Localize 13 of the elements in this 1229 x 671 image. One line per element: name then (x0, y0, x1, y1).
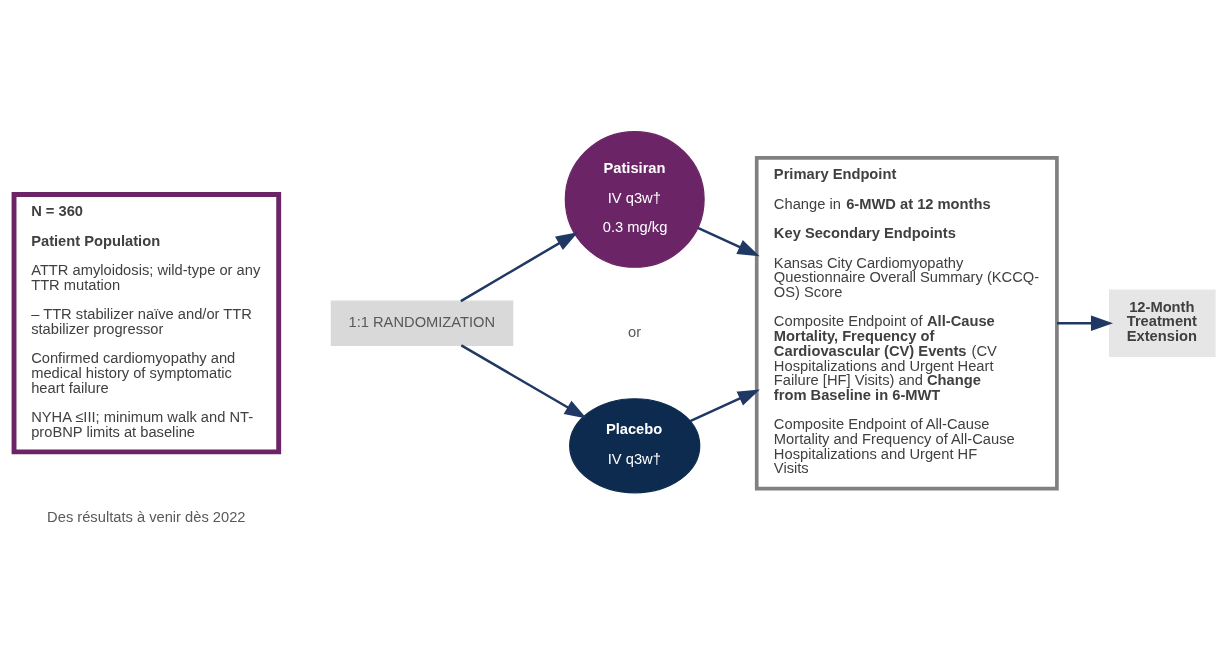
arrow (1057, 315, 1114, 331)
node-ellipse: Placebo IV q3w† (569, 397, 701, 493)
node-box: N = 360 Patient Population ATTR amyloidosis; wild-type or any TTR mutation – TTR stabilizer naïve and/or TTR stabilizer progressor Confirmed cardiomyopathy and medical history of symptomatic heart failure NYHA ≤III; minimum walk and NT-proBNP limits at baseline (11, 191, 282, 454)
node-box: 12-Month Treatment Extension (1108, 289, 1216, 357)
arrow (460, 231, 578, 302)
node-box: Primary Endpoint Change in 6-MWD at 12 months Key Secondary Endpoints Kansas City Cardiomyopathy Questionnaire Overall Summary (KCCQ-OS) Score Composite Endpoint of All-Cause Mortality, Frequency of Cardiovascular (CV) Events (CV Hospitalizations and Urgent Heart Failure [HF] Visits) and Change from Baseline in 6-MWT Composite Endpoint of All-Cause Mortality and Frequency of All-Cause Hospitalizations and Urgent HF Visits (754, 155, 1059, 490)
node-circle: Patisiran IV q3w† 0.3 mg/kg (564, 130, 705, 268)
label: or (627, 323, 642, 340)
arrow (460, 343, 587, 418)
label: Des résultats à venir dès 2022 (47, 508, 246, 525)
arrow (689, 388, 760, 422)
arrow (697, 226, 760, 256)
node-box: 1:1 RANDOMIZATION (330, 300, 514, 346)
